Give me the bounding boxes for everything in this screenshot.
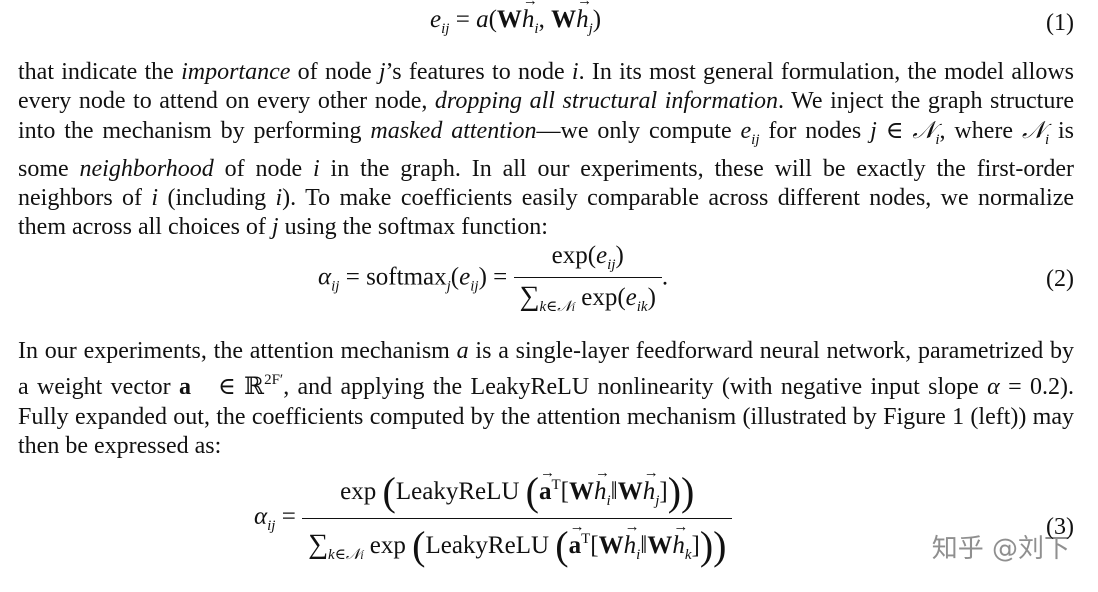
text-run: i	[1044, 131, 1050, 148]
equation-2-number: (2)	[1046, 266, 1074, 292]
text-run: (including	[158, 185, 276, 212]
text-run: , and applying the LeakyReLU nonlinearit…	[283, 374, 988, 401]
text-run: j	[378, 59, 386, 85]
text-run: i	[275, 185, 283, 212]
equation-1-formula: eij = a(Whi, Whj)	[430, 0, 601, 38]
text-run: 𝒩	[1021, 117, 1045, 144]
text-run: j	[870, 117, 877, 144]
softmax-label: softmax	[366, 263, 447, 291]
equation-1: eij = a(Whi, Whj) (1)	[0, 0, 1098, 44]
text-run: i	[151, 185, 159, 212]
text-run: dropping all structural information	[434, 88, 779, 115]
text-run: in the graph. In all our experiments, th…	[18, 155, 1074, 212]
text-run: . We inject the graph structure into the…	[18, 88, 1074, 144]
paragraph-2: In our experiments, the attention mechan…	[18, 337, 1074, 461]
equation-3-fraction: exp (LeakyReLU (aT[Whi‖Whj])) ∑k∈𝒩i exp …	[302, 465, 733, 569]
text-run: is some	[18, 117, 1075, 182]
text-run: that indicate the	[18, 59, 182, 85]
text-run: , where	[939, 117, 1022, 144]
text-run: ’s features to node	[385, 59, 572, 85]
text-run: i	[935, 131, 940, 148]
text-run: —we only compute	[536, 117, 741, 144]
text-run: a⃗	[178, 374, 210, 401]
text-run: i	[313, 155, 320, 182]
text-run: is a single-layer feedforward neural net…	[18, 338, 1075, 401]
text-run: j	[271, 214, 279, 241]
watermark: 知乎 @刘下	[931, 534, 1070, 564]
equation-3: αij = exp (LeakyReLU (aT[Whi‖Whj])) ∑k∈𝒩…	[0, 465, 1098, 588]
text-run: masked attention	[370, 117, 537, 144]
text-run: importance	[181, 59, 291, 85]
text-run: α	[987, 374, 1000, 401]
text-run: ∈ ℝ	[209, 374, 265, 401]
text-run: of node	[290, 59, 379, 85]
text-run: i	[571, 59, 579, 85]
text-run: In our experiments, the attention mechan…	[18, 338, 457, 364]
equation-1-number: (1)	[1046, 10, 1074, 36]
text-run: 𝒩	[912, 117, 936, 144]
equation-2-fraction: exp(eij) ∑k∈𝒩i exp(eik)	[513, 242, 662, 316]
text-run: neighborhood	[79, 155, 214, 182]
text-run: ). To make coefficients easily comparabl…	[18, 185, 1074, 241]
text-run: of node	[213, 155, 313, 182]
equation-2-formula: αij = softmaxj(eij) = exp(eij) ∑k∈𝒩i exp…	[318, 242, 669, 316]
equation-2: αij = softmaxj(eij) = exp(eij) ∑k∈𝒩i exp…	[0, 242, 1098, 322]
text-run: ∈	[876, 117, 913, 144]
text-run: 2F′	[264, 372, 284, 389]
text-run: . In its most general formulation, the m…	[18, 59, 1074, 115]
equation-3-number: (3)	[1046, 514, 1074, 540]
text-run: e	[740, 117, 752, 144]
text-run: using the softmax function:	[278, 214, 548, 241]
equation-3-formula: αij = exp (LeakyReLU (aT[Whi‖Whj])) ∑k∈𝒩…	[254, 465, 733, 569]
text-run: = 0.2). Fully expanded out, the coeffici…	[18, 374, 1075, 459]
text-run: for nodes	[759, 117, 871, 144]
text-run: a	[456, 338, 469, 364]
paragraph-1: that indicate the importance of node j’s…	[18, 58, 1074, 243]
text-run: ij	[751, 131, 760, 148]
